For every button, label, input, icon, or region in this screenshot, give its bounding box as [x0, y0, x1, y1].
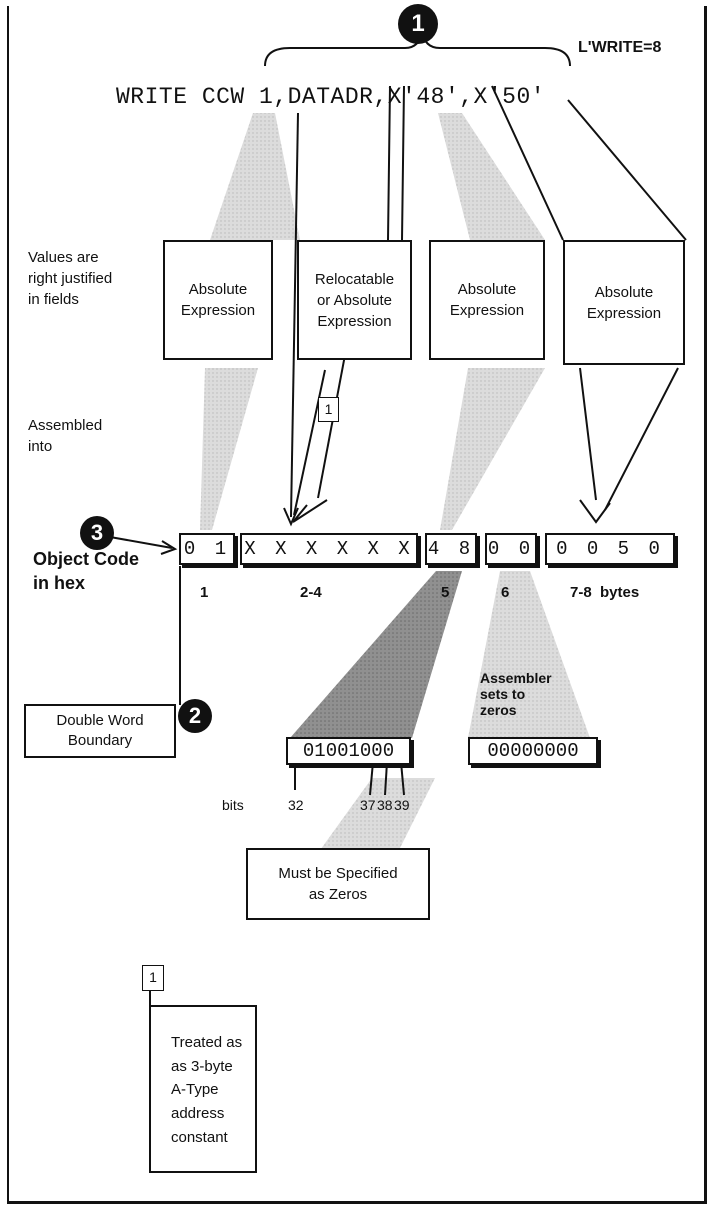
ccw-statement: WRITE CCW 1,DATADR,X'48',X'50' — [116, 84, 546, 110]
field-bytes-2-4: X X X X X X — [240, 533, 418, 565]
callout-3: 3 — [80, 516, 114, 550]
must-be-zeros-box: Must be Specified as Zeros — [246, 848, 430, 920]
field-bytes-7-8: 0 0 5 0 — [545, 533, 675, 565]
callout-1: 1 — [398, 4, 438, 44]
shade-op1-to-box — [210, 113, 300, 240]
line-op4-to-box4 — [491, 85, 687, 241]
shade-box1-to-field1 — [200, 368, 258, 530]
byte-label-6: 6 — [501, 584, 510, 601]
shade-box3-to-field5 — [440, 368, 545, 530]
bit-position-32: 32 — [288, 797, 304, 813]
byte-label-1: 1 — [200, 584, 209, 601]
bit-tick-37 — [369, 761, 374, 796]
arrow-box4-to-field4 — [579, 367, 679, 511]
bit-tick-39 — [400, 761, 405, 796]
zero-bits-box: 00000000 — [468, 737, 598, 765]
bits-label: bits — [222, 797, 244, 813]
arrow-box2-to-field2 — [317, 354, 346, 499]
bit-position-37: 37 — [360, 797, 376, 813]
field-byte-1: 0 1 — [179, 533, 235, 565]
values-justified-label: Values are right justified in fields — [28, 249, 113, 308]
flag-bits-box: 01001000 — [286, 737, 411, 765]
line-datadr-to-box2 — [387, 85, 405, 241]
arrow-datadr-direct — [290, 112, 299, 518]
field-byte-5: 4 8 — [425, 533, 477, 565]
double-word-boundary-box: Double Word Boundary — [24, 704, 176, 758]
operand-box-absolute-3: Absolute Expression — [429, 240, 545, 360]
byte-label-5: 5 — [441, 584, 450, 601]
bit-tick-38 — [384, 761, 388, 796]
page-frame — [7, 6, 707, 1204]
arrow-callout3 — [109, 536, 173, 549]
bit-position-38: 38 — [377, 797, 393, 813]
length-attribute-label: L'WRITE=8 — [578, 39, 662, 56]
assembler-zeros-note: Assembler sets to zeros — [480, 670, 552, 719]
footnote-text: Treated as as 3-byte A-Type address cons… — [171, 1034, 243, 1146]
shade-field6-to-zerobits — [468, 571, 590, 738]
footnote-box: Treated as as 3-byte A-Type address cons… — [149, 1005, 257, 1173]
byte-label-7-8: 7-8 bytes — [570, 584, 640, 601]
object-code-label: Object Code in hex — [33, 549, 140, 594]
bit-position-39: 39 — [394, 797, 410, 813]
shade-field5-to-bits — [290, 571, 462, 738]
footnote-marker: 1 — [142, 965, 164, 991]
operand-box-absolute-4: Absolute Expression — [563, 240, 685, 365]
field-byte-6: 0 0 — [485, 533, 537, 565]
assembled-into-label: Assembled into — [28, 417, 103, 455]
byte-label-2-4: 2-4 — [300, 584, 322, 601]
shade-op3-to-box — [438, 113, 545, 240]
footnote-ref-marker: 1 — [318, 397, 339, 422]
operand-box-absolute-1: Absolute Expression — [163, 240, 273, 360]
callout-2: 2 — [178, 699, 212, 733]
operand-box-relocatable: Relocatable or Absolute Expression — [297, 240, 412, 360]
